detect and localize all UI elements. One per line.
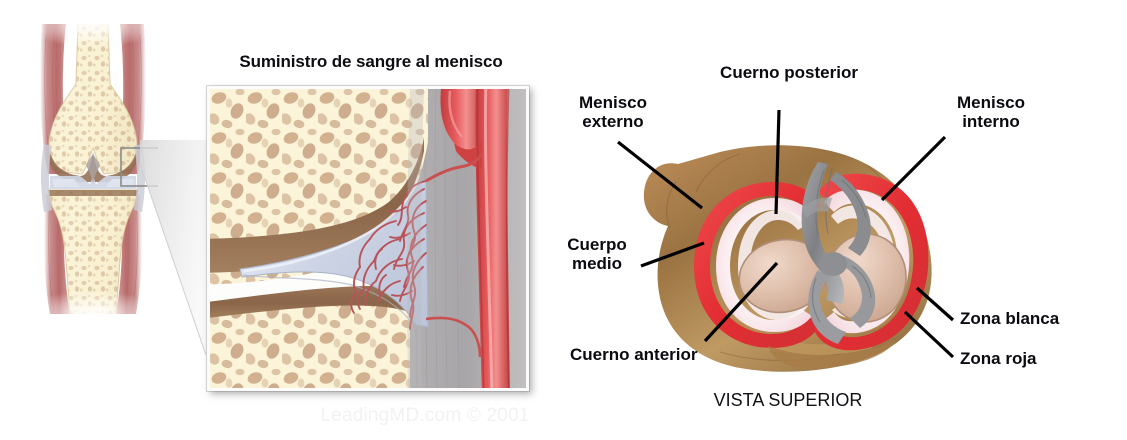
label-zona-blanca: Zona blanca — [960, 309, 1060, 328]
capillary-network — [350, 180, 427, 330]
label-zona-roja: Zona roja — [960, 349, 1037, 368]
caption-vista-superior: VISTA SUPERIOR — [713, 390, 863, 410]
label-menisco-externo: Menisco externo — [578, 93, 648, 132]
knee-overview-illustration — [28, 24, 158, 314]
label-cuerno-anterior: Cuerno anterior — [570, 345, 698, 364]
joint-space-menisci — [50, 154, 136, 189]
cruciate-ligaments — [801, 162, 876, 344]
label-cuerpo-medio: Cuerpo medio — [567, 235, 627, 274]
medial-white-zone — [824, 189, 910, 334]
femur-bone — [48, 24, 138, 182]
watermark-credit: LeadingMD.com © 2001 — [320, 405, 530, 426]
meniscus-blood-supply-detail-panel — [207, 86, 529, 391]
label-cuerno-posterior: Cuerno posterior — [720, 63, 858, 82]
detail-panel-title: Suministro de sangre al menisco — [239, 52, 503, 71]
label-menisco-interno: Menisco interno — [956, 93, 1026, 132]
lateral-collateral-ligament — [41, 144, 52, 212]
blood-vessels — [425, 89, 510, 388]
